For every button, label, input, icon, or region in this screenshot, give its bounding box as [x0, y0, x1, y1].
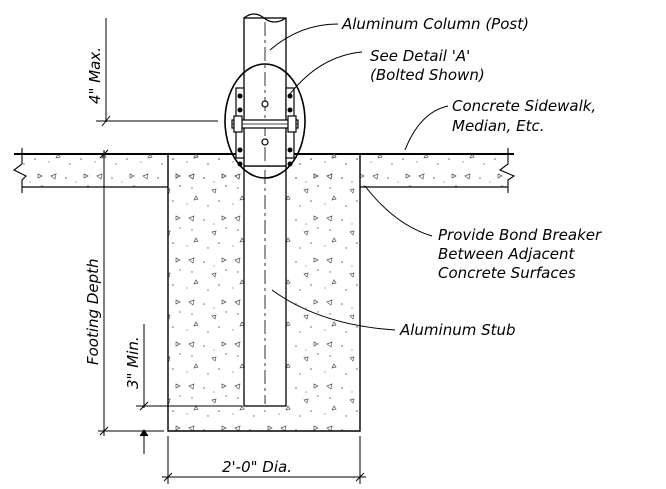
leader-lines: [269, 23, 449, 331]
detail-a-callout-ellipse: [224, 63, 306, 179]
aluminum-stub: [243, 165, 287, 407]
label-min-depth: 3" Min.: [124, 336, 142, 389]
label-bond-line3: Concrete Surfaces: [438, 264, 576, 282]
label-aluminum-stub: Aluminum Stub: [399, 321, 516, 339]
label-aluminum-column: Aluminum Column (Post): [341, 15, 529, 33]
dimension-diameter: [162, 436, 366, 484]
label-see-detail-line1: See Detail 'A': [370, 47, 470, 65]
label-sidewalk-line1: Concrete Sidewalk,: [452, 97, 596, 115]
label-sidewalk-line2: Median, Etc.: [452, 117, 544, 135]
label-max-height: 4" Max.: [86, 47, 104, 104]
label-bond-line1: Provide Bond Breaker: [438, 226, 602, 244]
label-see-detail-line2: (Bolted Shown): [370, 66, 485, 84]
label-diameter: 2'-0" Dia.: [222, 458, 292, 476]
label-bond-line2: Between Adjacent: [438, 245, 576, 263]
dimension-max-height: [96, 18, 218, 127]
label-footing-depth: Footing Depth: [84, 258, 102, 365]
dimension-footing-depth: [98, 149, 164, 436]
dimension-min-depth: [136, 324, 242, 454]
